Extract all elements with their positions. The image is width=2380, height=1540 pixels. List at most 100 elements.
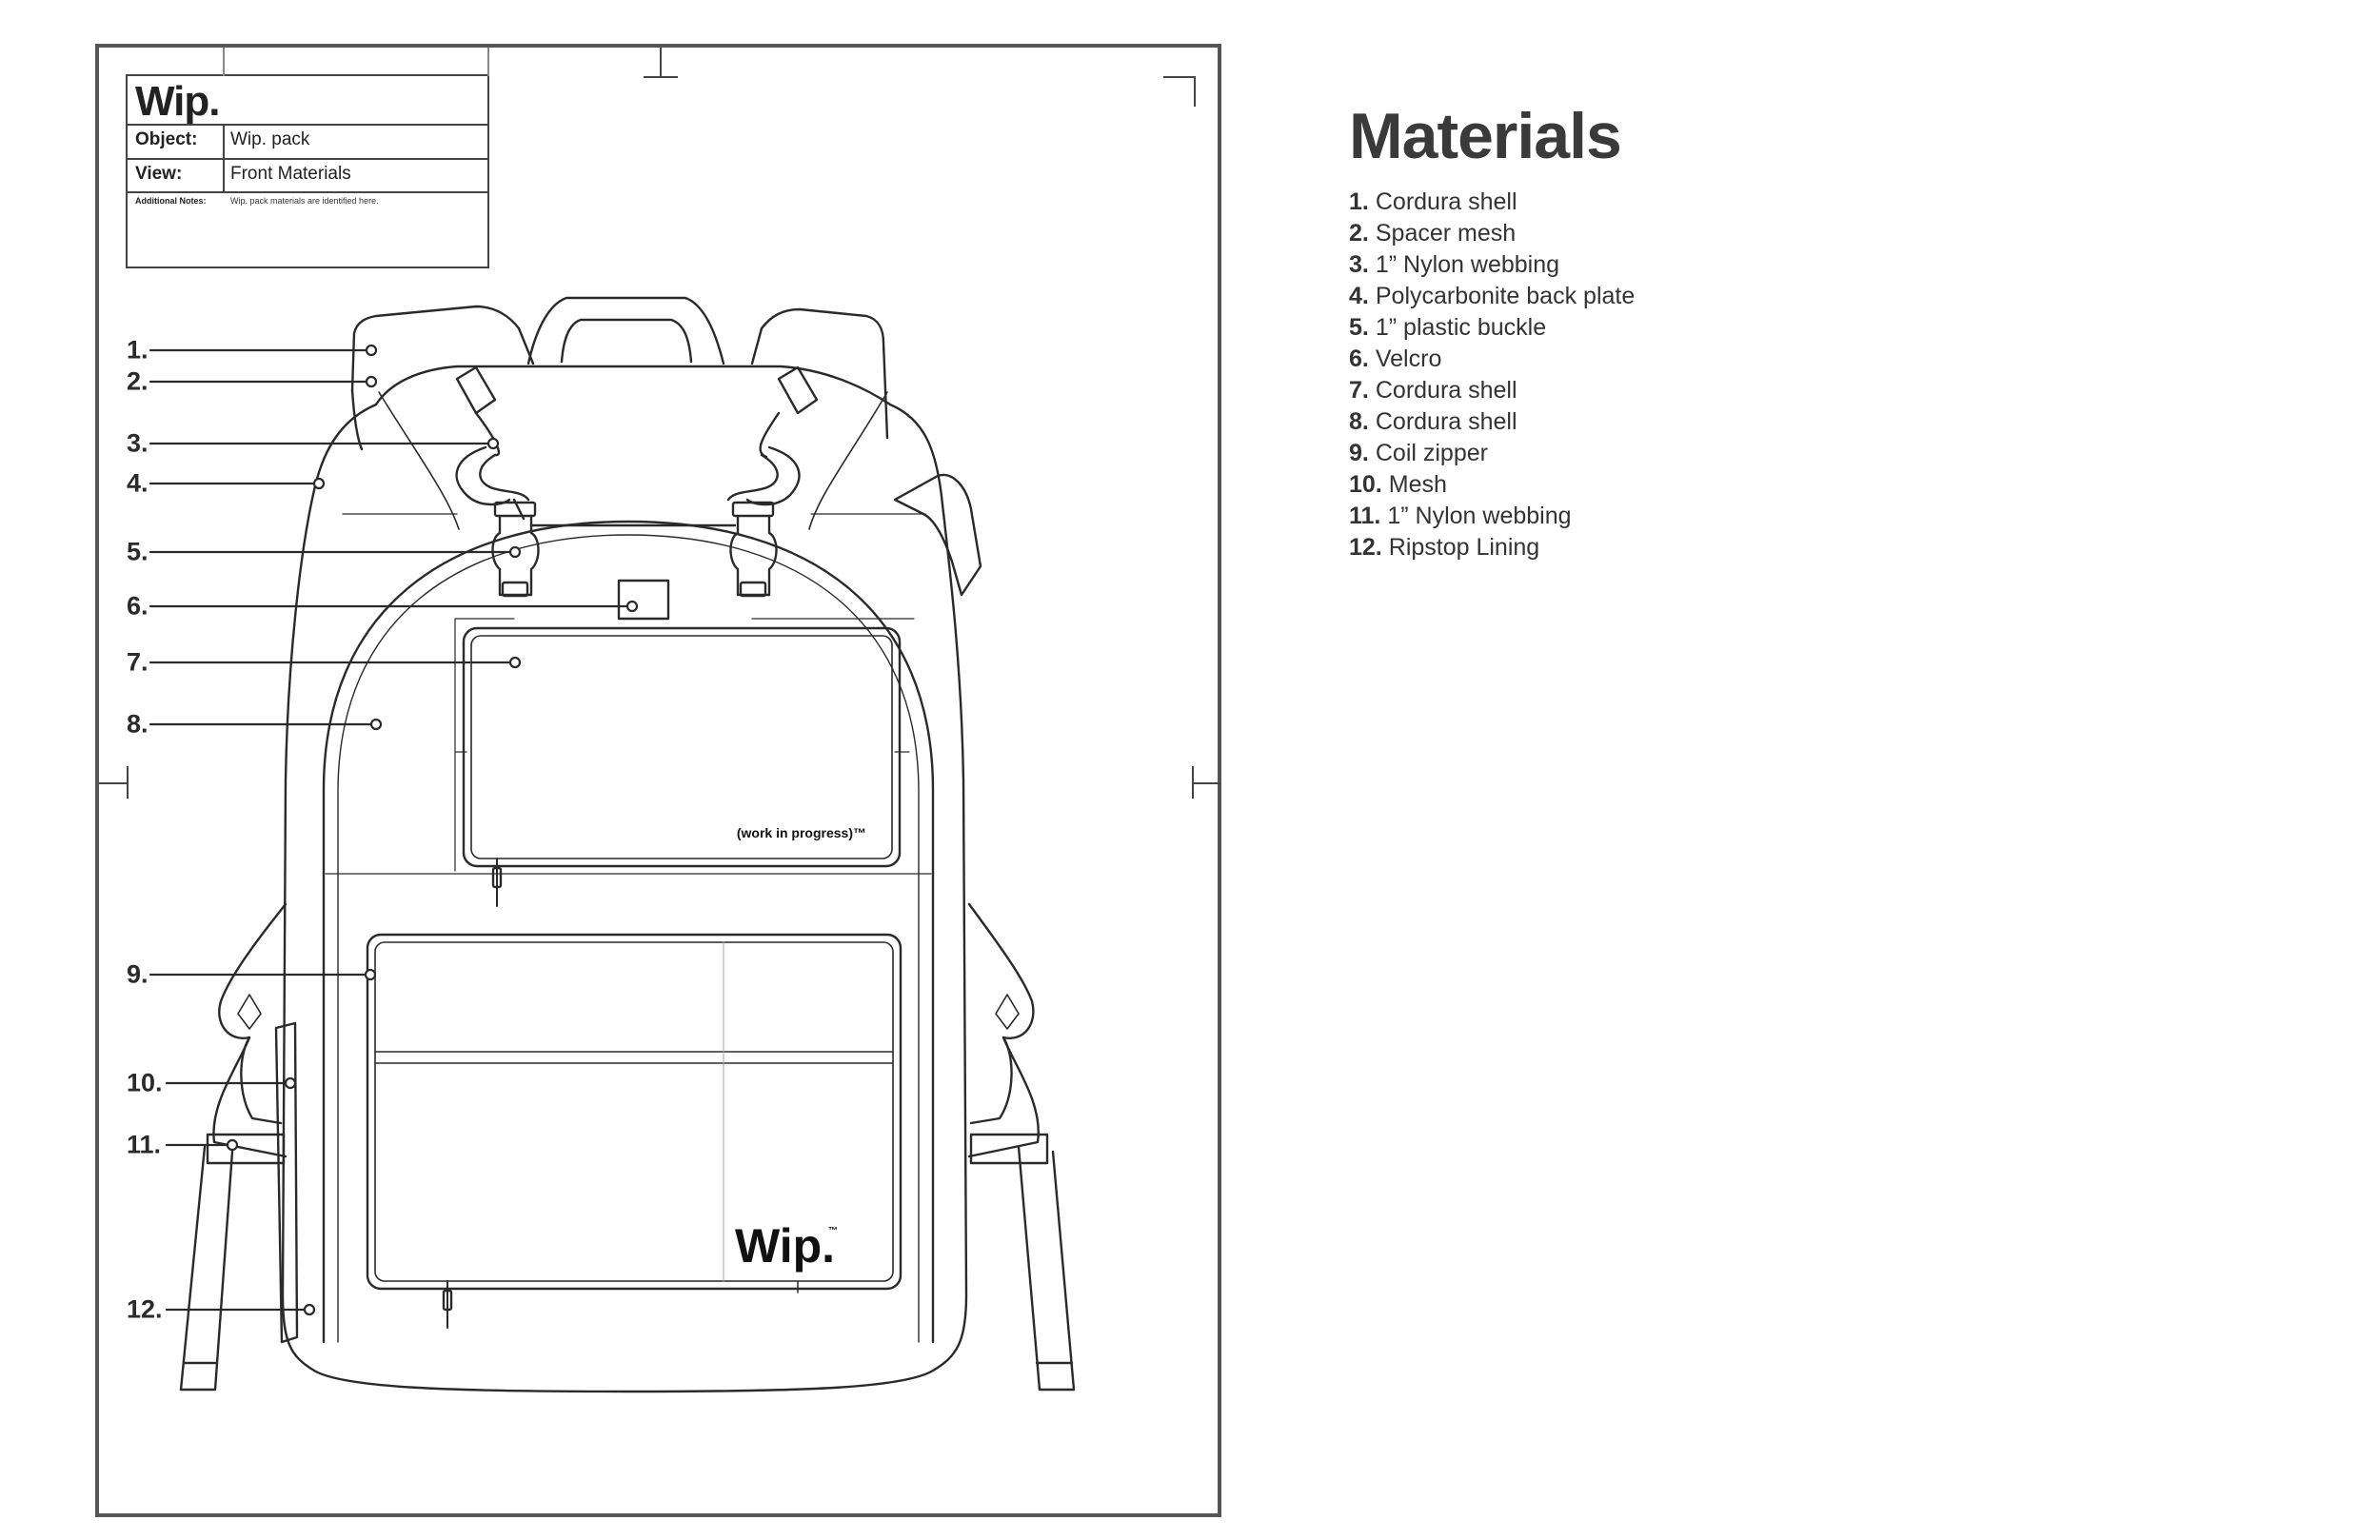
title-grid-line xyxy=(223,48,225,76)
materials-item-number: 4. xyxy=(1349,283,1369,309)
notes-value: Wip. pack materials are identified here. xyxy=(230,196,379,206)
velcro-tab xyxy=(617,579,670,621)
title-block-logo: Wip. xyxy=(135,78,220,125)
materials-item-label: Cordura shell xyxy=(1375,377,1517,404)
inner-arch-offset xyxy=(337,534,920,1343)
materials-item-label: 1” Nylon webbing xyxy=(1375,251,1560,278)
materials-item: 6.Velcro xyxy=(1349,344,1635,375)
crop-mark-top-right-h xyxy=(1163,76,1196,78)
title-block-rule xyxy=(128,158,487,160)
drawing-frame xyxy=(95,44,1221,1517)
materials-item-number: 2. xyxy=(1349,220,1369,247)
materials-item: 3.1” Nylon webbing xyxy=(1349,249,1635,281)
upper-pocket-inner xyxy=(470,635,893,859)
side-wing-right xyxy=(967,902,1049,1165)
lower-pocket-inner xyxy=(374,941,894,1282)
callout-number-6: 6. xyxy=(127,591,149,621)
inner-arch xyxy=(322,520,935,1344)
crop-mark-top-right-v xyxy=(1194,76,1196,107)
callout-number-5: 5. xyxy=(127,537,149,566)
leader-dot-11 xyxy=(226,1138,239,1152)
webbing-grid xyxy=(454,618,915,872)
lower-pocket-zipper-tab xyxy=(442,1289,453,1312)
leader-dot-9 xyxy=(364,968,377,981)
materials-item-number: 5. xyxy=(1349,314,1369,341)
view-value: Front Materials xyxy=(230,164,351,184)
right-strap-flap xyxy=(893,473,982,597)
view-label: View: xyxy=(135,164,183,184)
callout-number-2: 2. xyxy=(127,366,149,396)
crop-mark-top xyxy=(660,48,662,76)
materials-item-label: Coil zipper xyxy=(1375,440,1488,466)
materials-item-label: Spacer mesh xyxy=(1375,220,1517,247)
side-strap-left xyxy=(179,1145,234,1392)
materials-item: 8.Cordura shell xyxy=(1349,406,1635,438)
callout-number-1: 1. xyxy=(127,335,149,365)
materials-item: 4.Polycarbonite back plate xyxy=(1349,281,1635,312)
materials-item: 5.1” plastic buckle xyxy=(1349,312,1635,344)
webbing-strap-left xyxy=(455,365,540,598)
leader-dot-7 xyxy=(508,656,522,669)
leader-dot-1 xyxy=(365,344,378,357)
materials-item: 11.1” Nylon webbing xyxy=(1349,501,1635,532)
leader-dot-3 xyxy=(486,437,500,450)
side-strap-right xyxy=(1017,1145,1076,1392)
callout-number-9: 9. xyxy=(127,959,149,989)
crop-mark-top-bar xyxy=(644,76,678,78)
side-wing-left xyxy=(206,902,288,1165)
crop-mark-right-v xyxy=(1192,766,1194,799)
notes-label: Additional Notes: xyxy=(135,196,207,206)
materials-item-number: 11. xyxy=(1349,503,1381,529)
lower-pocket-divider xyxy=(374,1051,894,1064)
object-value: Wip. pack xyxy=(230,129,310,149)
materials-item-number: 1. xyxy=(1349,188,1369,215)
leader-dot-2 xyxy=(365,375,378,388)
lower-pocket xyxy=(366,933,902,1291)
crop-mark-left-v xyxy=(127,766,129,799)
materials-item-label: 1” Nylon webbing xyxy=(1387,503,1572,529)
materials-item-label: Mesh xyxy=(1388,471,1447,498)
pocket-tag-text: (work in progress)™ xyxy=(737,825,866,840)
title-block: Wip. Object: Wip. pack View: Front Mater… xyxy=(126,74,489,268)
leader-dot-4 xyxy=(312,477,326,490)
callout-number-8: 8. xyxy=(127,709,149,739)
callout-number-7: 7. xyxy=(127,647,149,677)
crop-mark-left-h xyxy=(99,782,128,784)
materials-item-label: Polycarbonite back plate xyxy=(1375,283,1636,309)
object-label: Object: xyxy=(135,129,198,149)
top-yoke xyxy=(374,365,892,406)
leader-dot-6 xyxy=(625,600,639,613)
carry-handle-inner xyxy=(560,318,693,364)
webbing-strap-right xyxy=(726,365,819,598)
callout-number-4: 4. xyxy=(127,468,149,498)
leader-dot-5 xyxy=(508,545,522,559)
materials-item: 1.Cordura shell xyxy=(1349,187,1635,218)
materials-item: 12.Ripstop Lining xyxy=(1349,532,1635,563)
callout-number-3: 3. xyxy=(127,428,149,458)
callout-leaders xyxy=(149,344,639,1316)
callout-number-12: 12. xyxy=(127,1294,163,1324)
title-grid-line xyxy=(487,48,489,76)
title-block-rule xyxy=(128,124,487,126)
materials-item: 7.Cordura shell xyxy=(1349,375,1635,406)
materials-item: 10.Mesh xyxy=(1349,469,1635,501)
upper-pocket xyxy=(462,626,902,868)
materials-item-number: 8. xyxy=(1349,408,1369,435)
materials-item: 2.Spacer mesh xyxy=(1349,218,1635,249)
shoulder-strap-right xyxy=(750,307,889,440)
leader-dot-8 xyxy=(369,718,383,731)
leader-dot-12 xyxy=(303,1303,316,1316)
materials-item-number: 3. xyxy=(1349,251,1369,278)
materials-item-label: Cordura shell xyxy=(1375,408,1517,435)
brand-mark-text: Wip. xyxy=(735,1219,835,1273)
shoulder-strap-left xyxy=(350,305,535,451)
materials-item-number: 7. xyxy=(1349,377,1369,404)
materials-title: Materials xyxy=(1349,100,1622,172)
pack-body-outline xyxy=(281,403,968,1393)
title-block-divider xyxy=(223,126,225,191)
materials-item-number: 6. xyxy=(1349,346,1369,372)
materials-item-number: 12. xyxy=(1349,534,1382,561)
title-block-rule xyxy=(128,191,487,193)
materials-item-number: 10. xyxy=(1349,471,1382,498)
materials-item-number: 9. xyxy=(1349,440,1369,466)
